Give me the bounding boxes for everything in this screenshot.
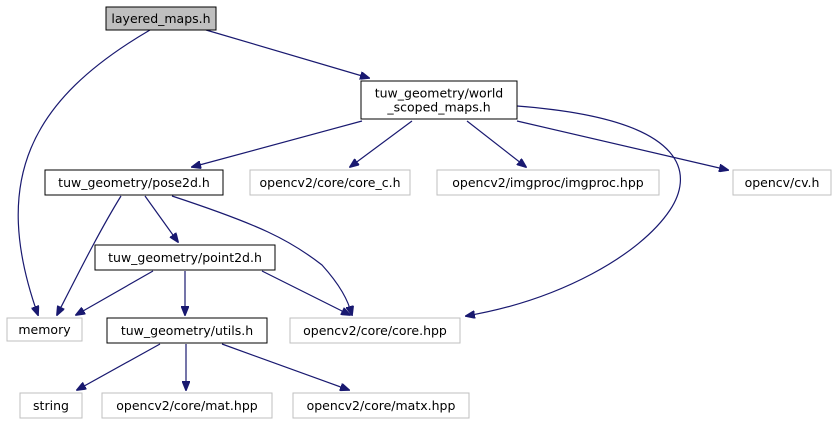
node-box bbox=[106, 317, 268, 344]
edges-layer bbox=[17, 29, 728, 390]
node-box bbox=[19, 392, 83, 419]
edge-world-scoped-maps-to-pose2d bbox=[192, 120, 363, 167]
node-label: tuw_geometry/utils.h bbox=[121, 323, 253, 338]
node-label: _scoped_maps.h bbox=[386, 100, 490, 115]
node-label: opencv2/core/core.hpp bbox=[303, 323, 447, 338]
node-imgproc: opencv2/imgproc/imgproc.hpp bbox=[436, 169, 660, 196]
edge-pose2d-to-core-hpp bbox=[171, 195, 352, 315]
edge-point2d-to-core-hpp bbox=[261, 270, 350, 315]
node-box bbox=[436, 169, 660, 196]
node-label: opencv2/core/matx.hpp bbox=[307, 398, 456, 413]
node-box bbox=[292, 392, 470, 419]
node-box bbox=[249, 169, 411, 196]
node-pose2d[interactable]: tuw_geometry/pose2d.h bbox=[44, 169, 224, 196]
node-box bbox=[732, 169, 832, 196]
node-string: string bbox=[19, 392, 83, 419]
node-box bbox=[6, 317, 83, 342]
node-label: tuw_geometry/point2d.h bbox=[108, 250, 262, 265]
node-label: opencv2/core/mat.hpp bbox=[116, 398, 257, 413]
node-box bbox=[94, 244, 276, 271]
node-memory: memory bbox=[6, 317, 83, 342]
edge-utils-to-matx bbox=[221, 343, 349, 390]
node-core-hpp: opencv2/core/core.hpp bbox=[289, 317, 461, 344]
edge-point2d-to-memory bbox=[76, 270, 154, 315]
edge-world-scoped-maps-to-core-hpp bbox=[466, 105, 681, 316]
edge-world-scoped-maps-to-core-c bbox=[350, 120, 413, 167]
edge-pose2d-to-point2d bbox=[144, 195, 178, 242]
node-label: string bbox=[33, 398, 69, 413]
node-label: layered_maps.h bbox=[111, 11, 210, 26]
node-matx: opencv2/core/matx.hpp bbox=[292, 392, 470, 419]
node-box bbox=[44, 169, 224, 196]
node-mat: opencv2/core/mat.hpp bbox=[101, 392, 273, 419]
node-label: tuw_geometry/pose2d.h bbox=[58, 175, 210, 190]
node-layered-maps[interactable]: layered_maps.h bbox=[105, 6, 217, 31]
node-world-scoped-maps[interactable]: tuw_geometry/world_scoped_maps.h bbox=[360, 80, 518, 120]
node-box bbox=[101, 392, 273, 419]
edge-layered-maps-to-world-scoped-maps bbox=[205, 29, 369, 78]
node-label: opencv/cv.h bbox=[745, 175, 820, 190]
node-utils[interactable]: tuw_geometry/utils.h bbox=[106, 317, 268, 344]
node-label: memory bbox=[18, 322, 71, 337]
node-box bbox=[105, 6, 217, 31]
edge-pose2d-to-memory bbox=[57, 195, 122, 315]
edge-world-scoped-maps-to-cv bbox=[516, 120, 728, 170]
node-label: tuw_geometry/world bbox=[375, 86, 504, 101]
node-box bbox=[360, 80, 518, 120]
node-cv: opencv/cv.h bbox=[732, 169, 832, 196]
node-label: opencv2/core/core_c.h bbox=[259, 175, 400, 190]
edge-world-scoped-maps-to-imgproc bbox=[466, 120, 526, 167]
edge-layered-maps-to-memory bbox=[17, 29, 151, 315]
edge-utils-to-string bbox=[77, 343, 161, 390]
node-core-c: opencv2/core/core_c.h bbox=[249, 169, 411, 196]
nodes-layer: layered_maps.h tuw_geometry/world_scoped_… bbox=[6, 6, 832, 419]
node-box bbox=[289, 317, 461, 344]
node-point2d[interactable]: tuw_geometry/point2d.h bbox=[94, 244, 276, 271]
node-label: opencv2/imgproc/imgproc.hpp bbox=[452, 175, 643, 190]
